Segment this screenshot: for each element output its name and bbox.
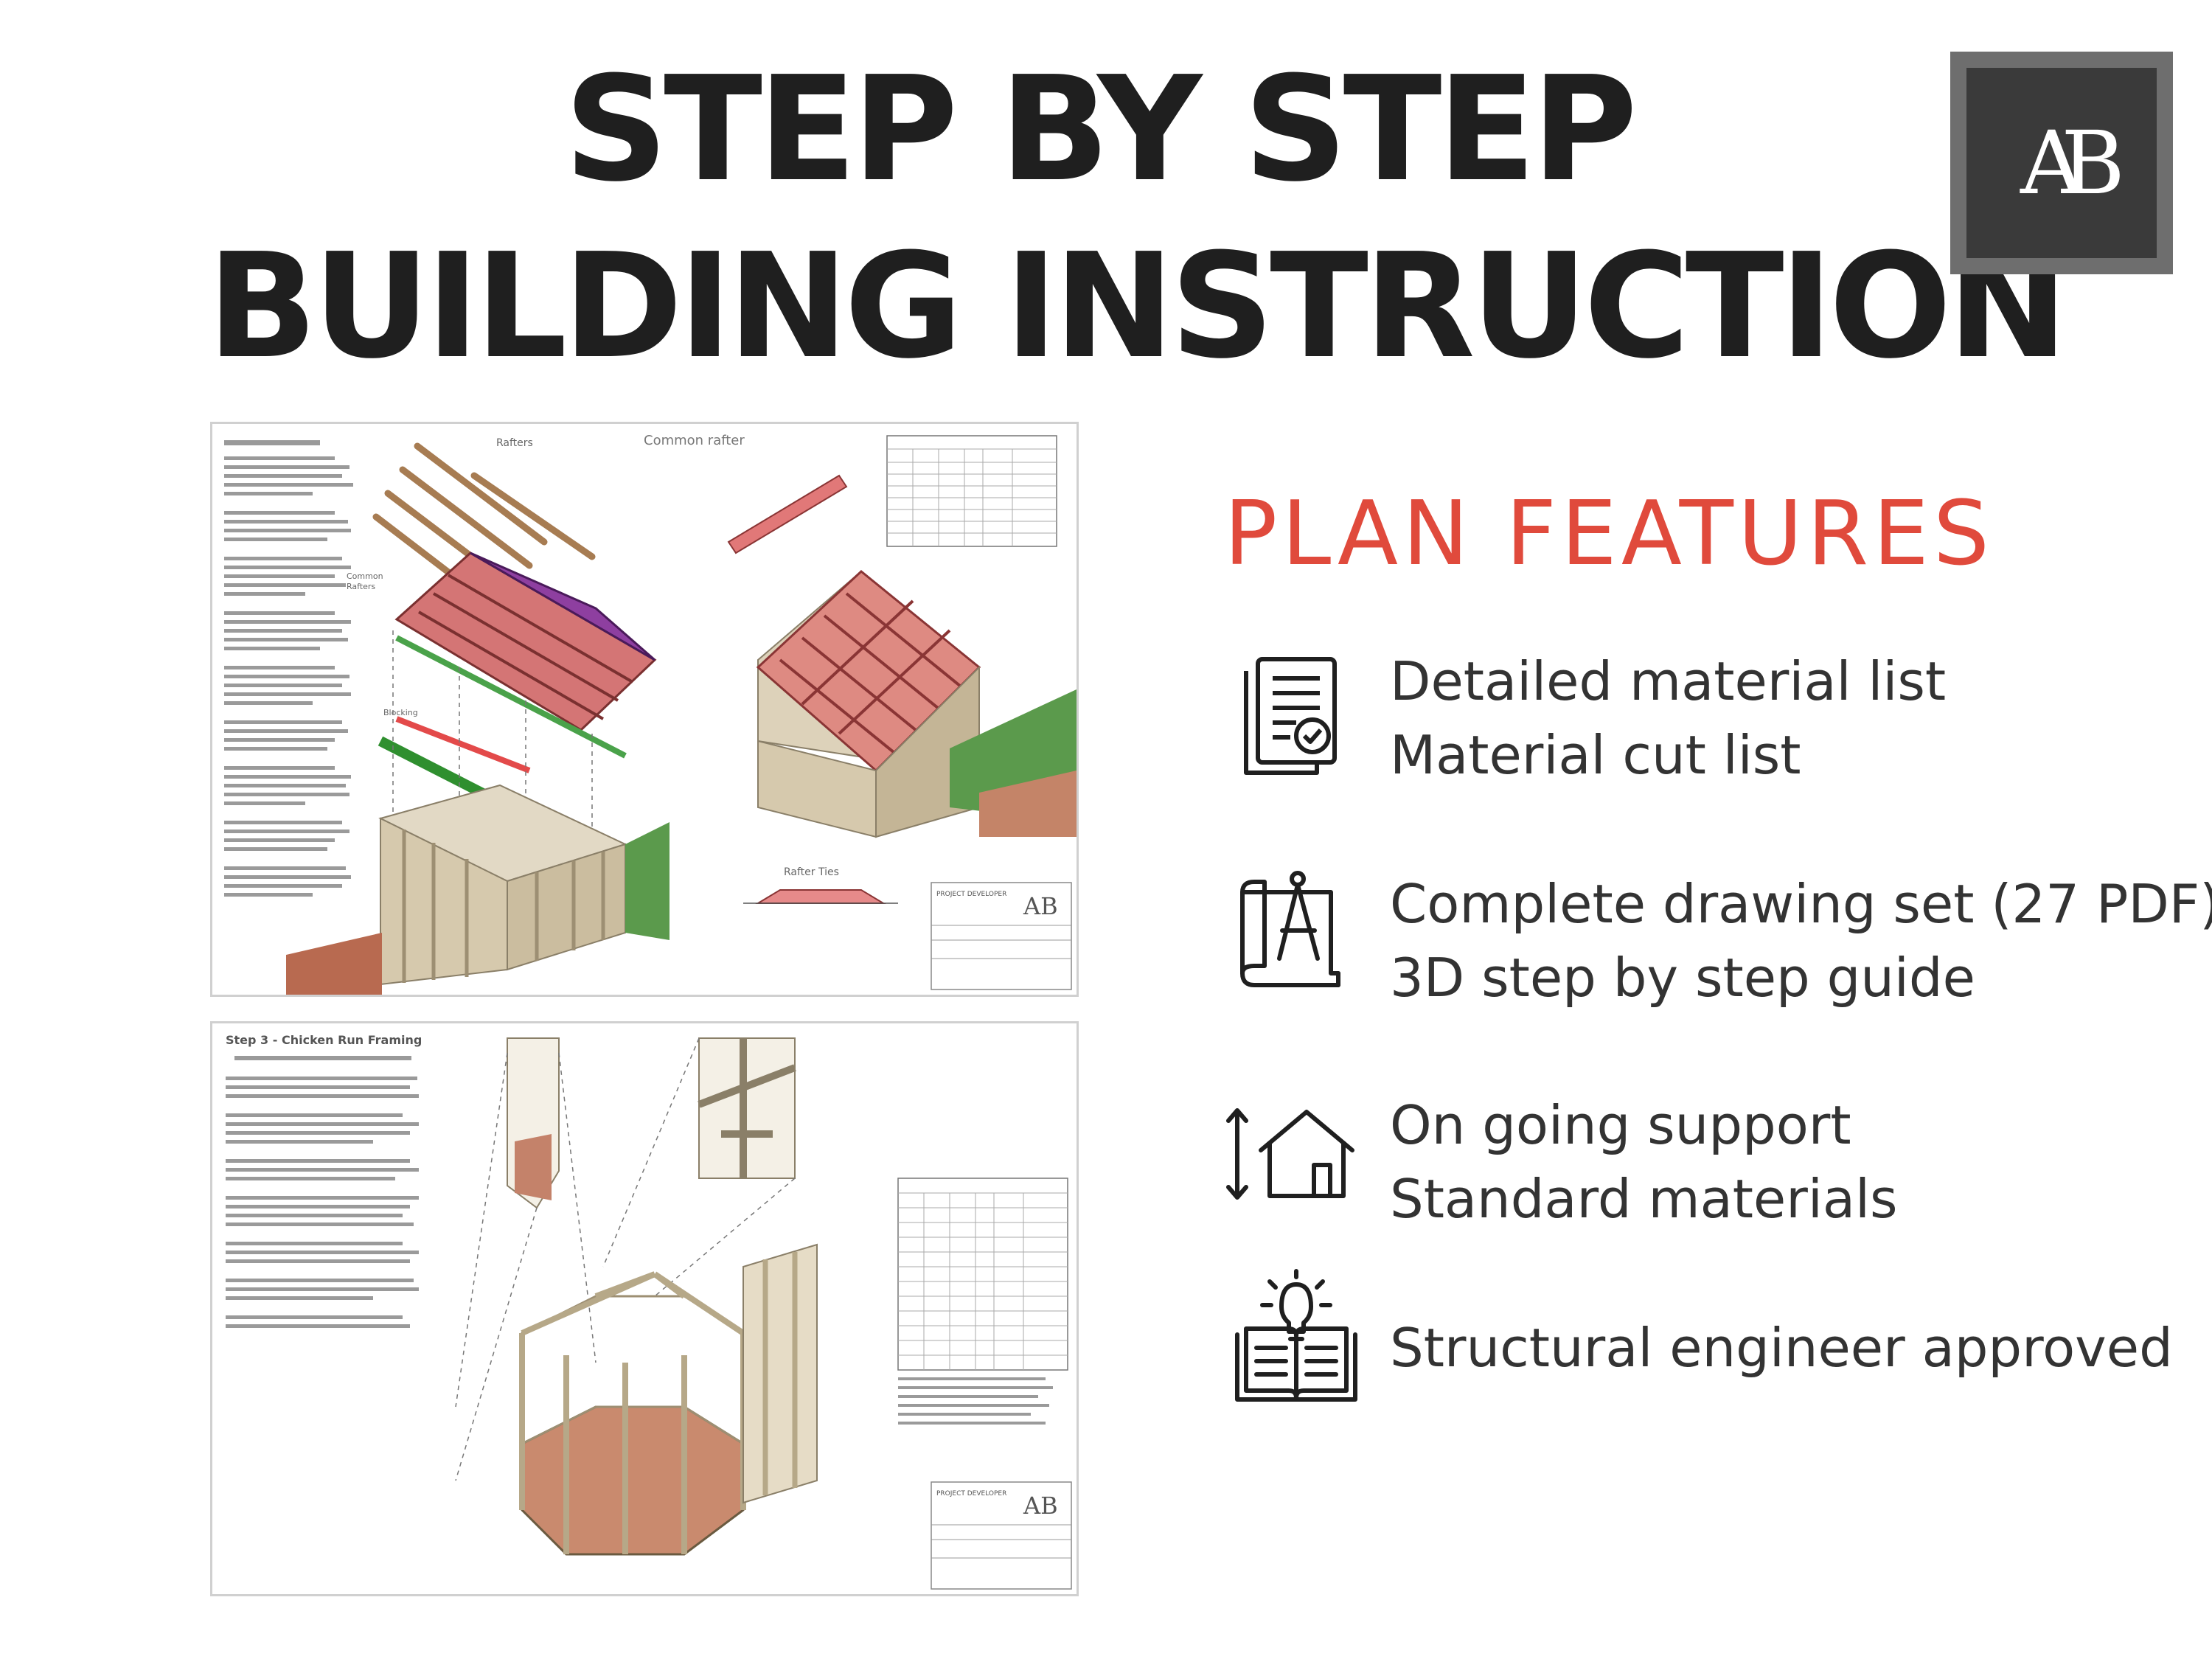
step-3-title: Step 3 - Chicken Run Framing — [226, 1033, 422, 1047]
roof-framing-drawing: Rafters Common rafter Common Rafters Blo… — [224, 433, 1077, 995]
feature-engineer-approved: Structural engineer approved — [1390, 1317, 2173, 1379]
plan-features-heading: PLAN FEATURES — [1224, 483, 1994, 585]
page-title-line-1: STEP BY STEP — [564, 46, 1638, 214]
drawing-sheet-run-framing: Step 3 - Chicken Run Framing — [210, 1021, 1079, 1596]
brand-logo-text: AB — [2020, 112, 2125, 214]
feature-ongoing-support: On going support — [1390, 1094, 1851, 1156]
document-checklist-icon — [1244, 657, 1337, 775]
house-height-icon — [1226, 1108, 1354, 1200]
svg-text:Rafters: Rafters — [347, 582, 375, 591]
brand-logo: AB — [1950, 52, 2173, 274]
page-title-line-2: BUILDING INSTRUCTION — [206, 223, 2068, 391]
open-book-lightbulb-icon — [1235, 1269, 1357, 1402]
feature-material-list: Detailed material list — [1390, 650, 1947, 712]
cut-list-table-1 — [886, 435, 1057, 547]
drawing-sheet-roof-framing: Rafters Common rafter Common Rafters Blo… — [210, 422, 1079, 997]
wall-frame — [286, 784, 669, 995]
feature-cut-list: Material cut list — [1390, 724, 1801, 786]
svg-text:Blocking: Blocking — [383, 708, 418, 717]
title-block-1: PROJECT DEVELOPER AB — [931, 882, 1072, 990]
instruction-text-block-2 — [226, 1056, 419, 1328]
octagon-run-frame — [519, 1243, 818, 1556]
feature-3d-guide: 3D step by step guide — [1390, 947, 1975, 1009]
common-rafter-label: Common rafter — [644, 433, 745, 448]
brand-logo-inner: AB — [1966, 68, 2157, 258]
detail-callout-left — [455, 1037, 597, 1481]
svg-text:AB: AB — [1023, 1492, 1058, 1520]
title-block-2: PROJECT DEVELOPER AB — [931, 1481, 1072, 1590]
rafters-label: Rafters — [496, 437, 533, 449]
feature-drawing-set: Complete drawing set (27 PDF) — [1390, 873, 2212, 935]
svg-text:Common: Common — [347, 571, 383, 581]
cut-list-table-2 — [897, 1178, 1068, 1371]
coop-3d-model — [756, 570, 1077, 838]
project-developer-label-2: PROJECT DEVELOPER — [936, 1490, 1006, 1498]
rafter-ties-label: Rafter Ties — [784, 866, 839, 878]
run-framing-drawing: Step 3 - Chicken Run Framing — [226, 1033, 1072, 1590]
feature-standard-materials: Standard materials — [1390, 1168, 1898, 1230]
instruction-text-block — [224, 440, 353, 897]
project-developer-label: PROJECT DEVELOPER — [936, 891, 1006, 898]
svg-text:AB: AB — [1023, 892, 1058, 920]
blueprint-compass-icon — [1240, 871, 1340, 987]
detail-callout-right — [602, 1037, 796, 1297]
